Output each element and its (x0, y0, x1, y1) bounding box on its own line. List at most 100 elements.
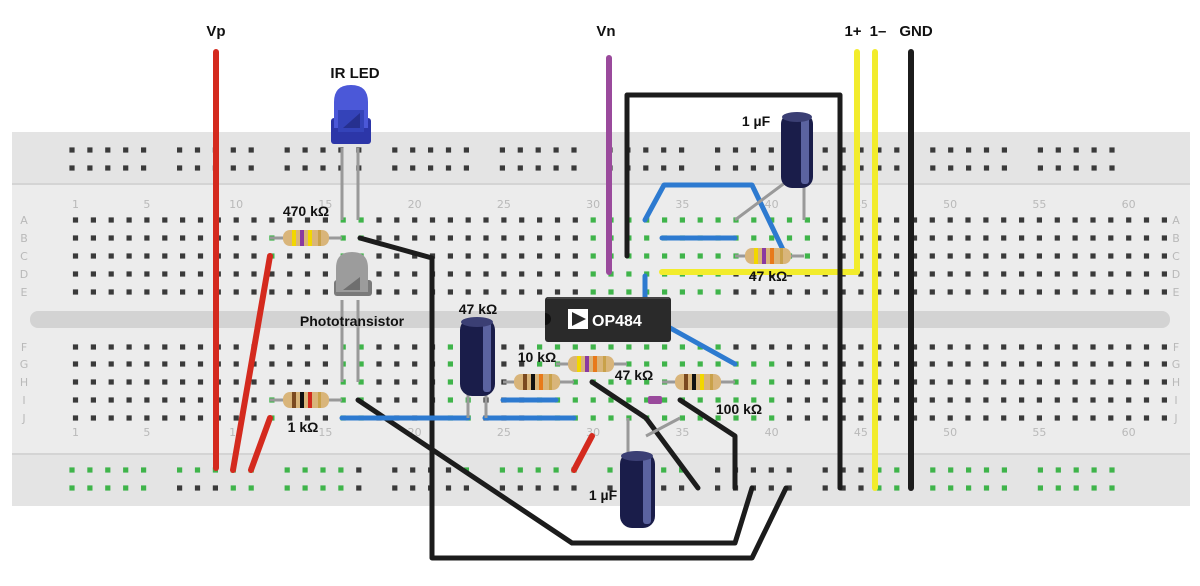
breadboard-hole (662, 289, 668, 295)
breadboard-hole (858, 217, 864, 223)
breadboard-hole (1037, 467, 1043, 473)
blue-wire-top (642, 182, 789, 259)
breadboard-hole (447, 235, 453, 241)
breadboard-hole (269, 289, 275, 295)
breadboard-hole (911, 271, 918, 277)
breadboard-hole (1019, 289, 1025, 295)
breadboard-hole (304, 344, 311, 350)
breadboard-hole (1090, 361, 1096, 367)
breadboard-hole (786, 235, 793, 241)
breadboard-hole (72, 217, 79, 223)
breadboard-hole (302, 165, 308, 171)
breadboard-hole (320, 467, 326, 473)
breadboard-hole (822, 217, 828, 223)
breadboard-hole (966, 147, 972, 153)
resistor-1k (270, 392, 342, 408)
breadboard-hole (322, 361, 328, 367)
breadboard-hole (733, 344, 739, 350)
breadboard-hole (1054, 271, 1060, 277)
breadboard-hole (320, 165, 326, 171)
breadboard-hole (876, 379, 882, 385)
breadboard-hole (572, 397, 578, 403)
breadboard-hole (1090, 415, 1096, 421)
breadboard-hole (519, 344, 525, 350)
breadboard-hole (302, 485, 308, 491)
column-number-top: 25 (497, 198, 511, 211)
breadboard-hole (304, 271, 311, 277)
breadboard-hole (537, 217, 543, 223)
column-number-bottom: 1 (72, 426, 79, 439)
resistor-10k (503, 374, 574, 390)
breadboard-hole (786, 397, 793, 403)
breadboard-hole (322, 415, 328, 421)
breadboard-hole (284, 485, 290, 491)
breadboard-hole (72, 235, 79, 241)
breadboard-hole (894, 485, 900, 491)
breadboard-hole (751, 344, 757, 350)
breadboard-hole (108, 289, 114, 295)
breadboard-hole (284, 147, 290, 153)
breadboard-hole (733, 379, 739, 385)
breadboard-hole (554, 289, 561, 295)
breadboard-hole (662, 397, 668, 403)
breadboard-hole (233, 344, 239, 350)
breadboard-hole (90, 253, 96, 259)
breadboard-hole (804, 415, 810, 421)
breadboard-hole (894, 217, 900, 223)
breadboard-hole (1143, 415, 1150, 421)
in-plus-label: 1+ (844, 23, 861, 40)
breadboard-hole (983, 467, 990, 473)
breadboard-hole (929, 379, 935, 385)
breadboard-hole (1019, 397, 1025, 403)
breadboard-hole (965, 289, 971, 295)
breadboard-hole (90, 235, 96, 241)
row-letter-right: G (1172, 358, 1181, 371)
breadboard-hole (840, 361, 846, 367)
breadboard-hole (69, 485, 75, 491)
breadboard-hole (108, 253, 114, 259)
breadboard-hole (930, 147, 936, 153)
breadboard-hole (1090, 289, 1096, 295)
breadboard-hole (162, 271, 168, 277)
column-number-top: 5 (143, 198, 150, 211)
breadboard-hole (162, 415, 168, 421)
breadboard-hole (144, 415, 150, 421)
breadboard-hole (356, 485, 362, 491)
breadboard-hole (679, 253, 685, 259)
breadboard-hole (661, 165, 667, 171)
breadboard-hole (123, 147, 129, 153)
breadboard-hole (144, 361, 150, 367)
breadboard-hole (876, 147, 882, 153)
breadboard-hole (376, 271, 382, 277)
breadboard-hole (662, 344, 668, 350)
breadboard-hole (1019, 253, 1025, 259)
breadboard-hole (876, 397, 882, 403)
breadboard-hole (786, 361, 793, 367)
breadboard-hole (1143, 217, 1150, 223)
breadboard-hole (608, 379, 614, 385)
breadboard-hole (499, 147, 505, 153)
breadboard-hole (626, 379, 632, 385)
breadboard-hole (108, 344, 114, 350)
breadboard-hole (194, 485, 201, 491)
breadboard-hole (69, 147, 75, 153)
breadboard-hole (751, 361, 757, 367)
breadboard-hole (697, 217, 703, 223)
breadboard-hole (697, 253, 703, 259)
breadboard-hole (499, 467, 505, 473)
resistor-47k-mid (556, 356, 627, 372)
breadboard-hole (1091, 165, 1097, 171)
ir-led (331, 85, 371, 220)
breadboard-hole (1161, 271, 1167, 277)
breadboard-hole (126, 253, 132, 259)
breadboard-hole (322, 344, 328, 350)
breadboard-hole (445, 165, 452, 171)
breadboard-hole (126, 235, 132, 241)
breadboard-hole (894, 289, 900, 295)
breadboard-hole (983, 379, 989, 385)
breadboard-hole (1019, 271, 1025, 277)
breadboard-hole (715, 253, 721, 259)
breadboard-hole (1054, 289, 1060, 295)
breadboard-hole (123, 165, 129, 171)
breadboard-hole (1072, 344, 1078, 350)
